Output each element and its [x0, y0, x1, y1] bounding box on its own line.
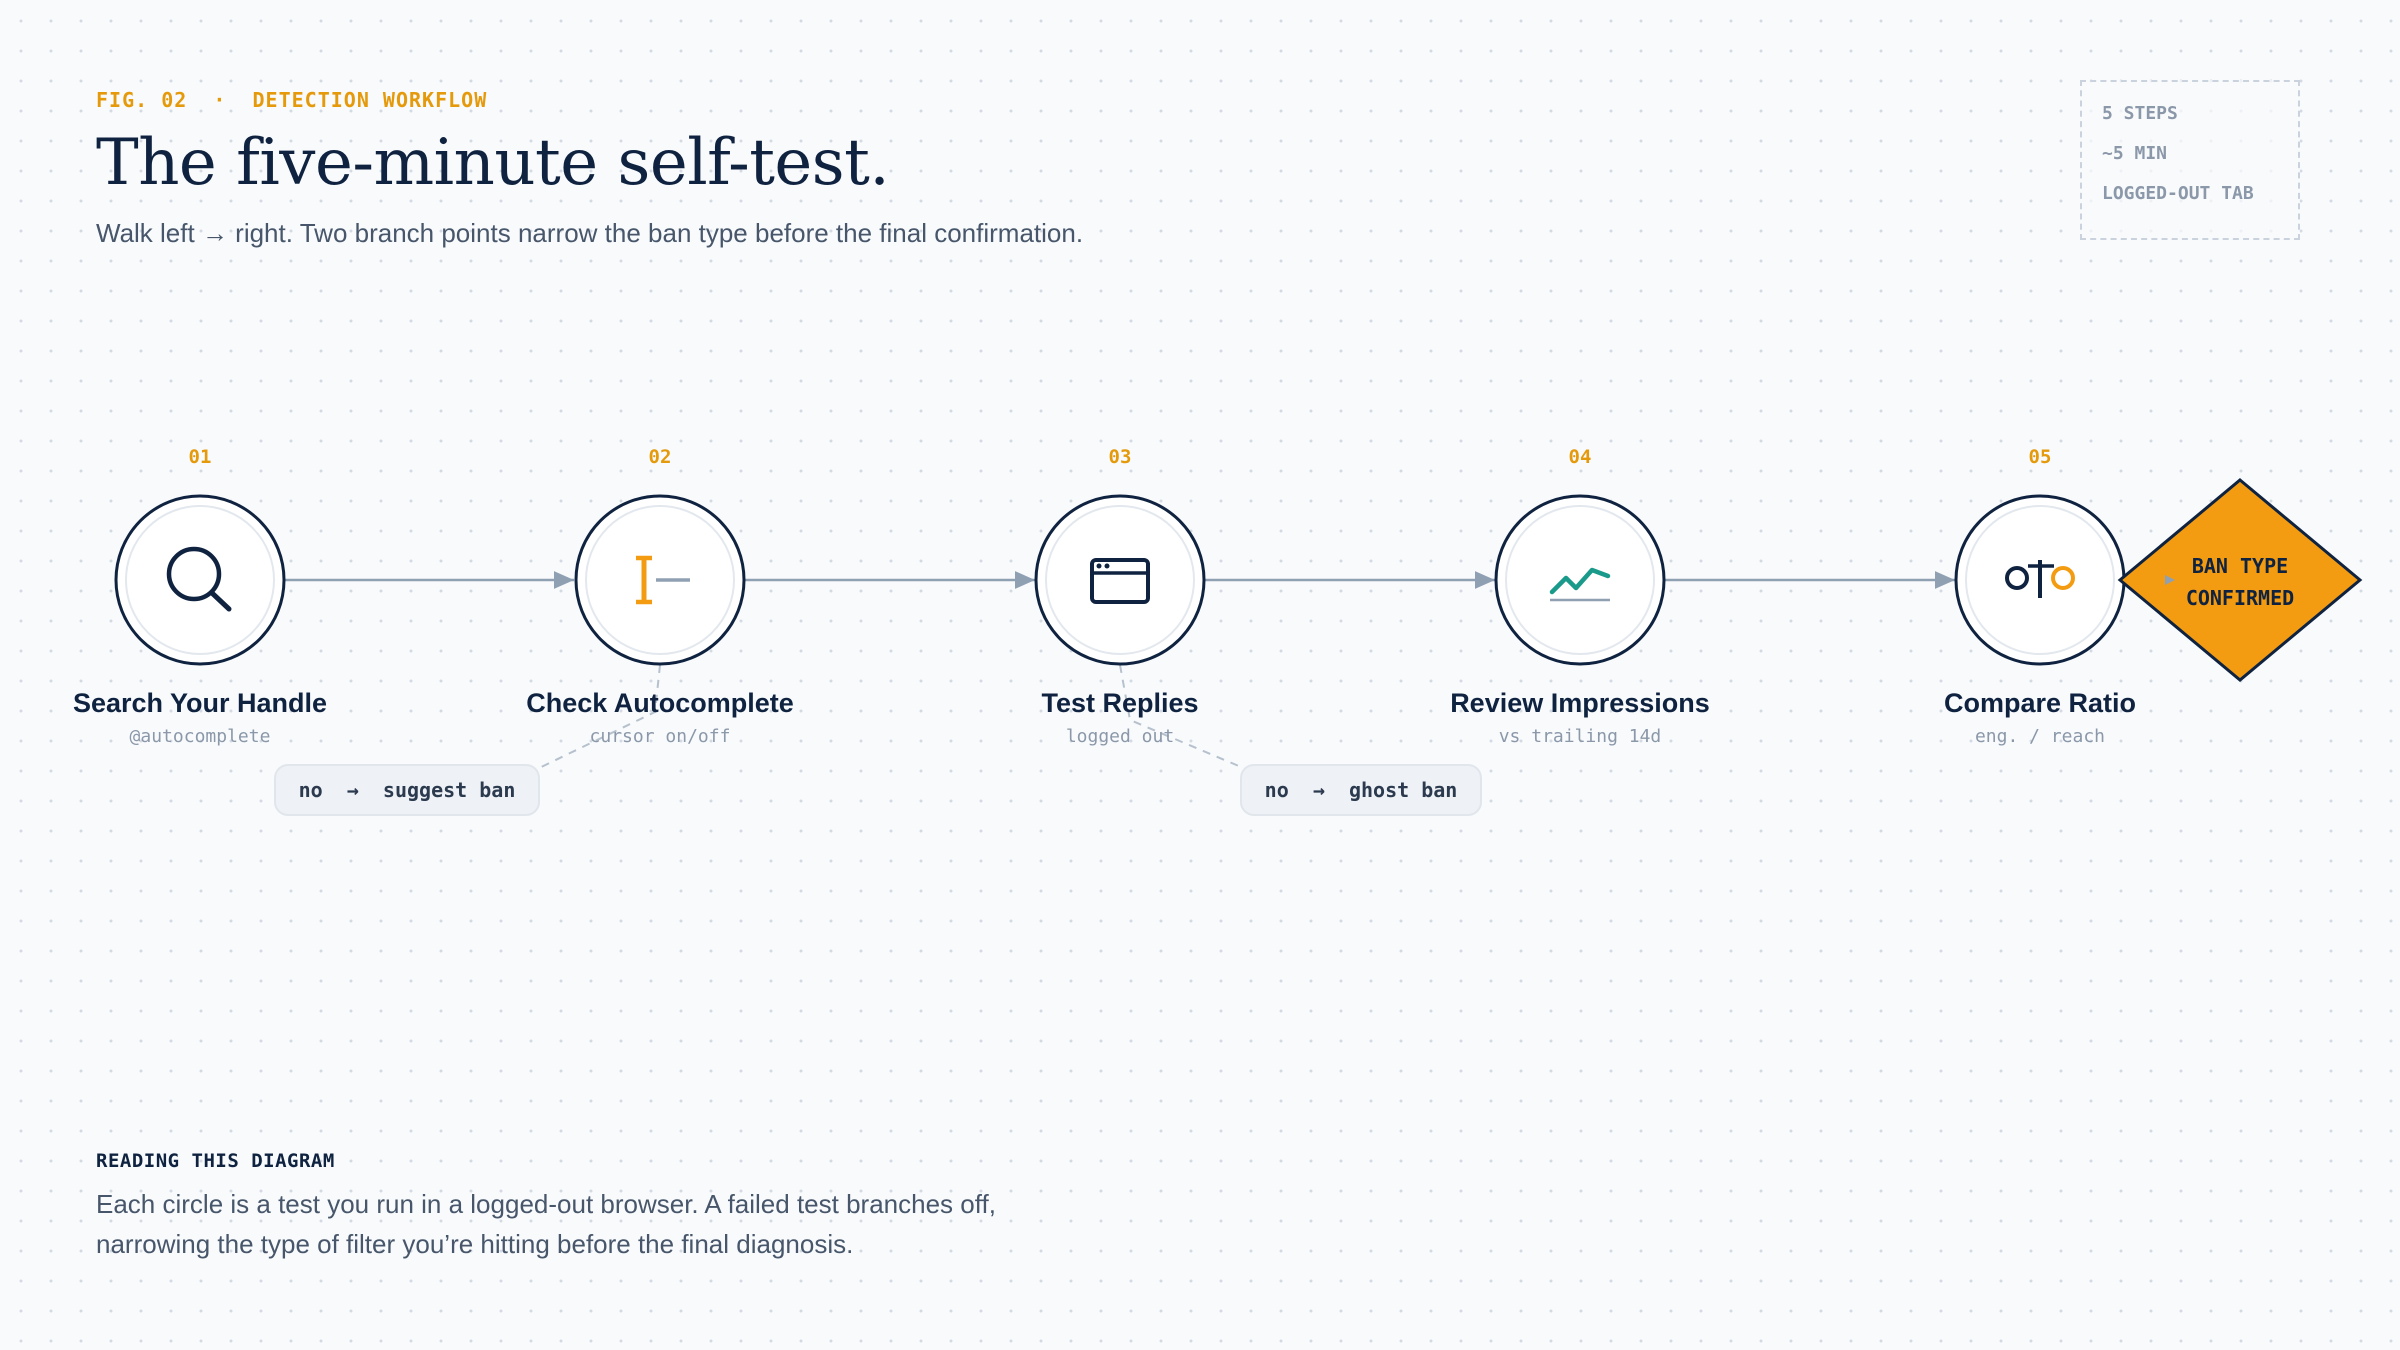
step-title-4: Review Impressions — [1450, 688, 1710, 718]
final-label-line1: BAN TYPE — [2191, 554, 2289, 578]
step-number-4: 04 — [1568, 446, 1592, 468]
step-subtitle-2: cursor on/off — [589, 726, 731, 747]
meta-context: LOGGED-OUT TAB — [2102, 183, 2254, 204]
branch-ghost-ban: no → ghost ban — [1240, 764, 1482, 816]
text-cursor-icon — [636, 555, 690, 605]
branch-suggest-ban: no → suggest ban — [274, 764, 540, 816]
legend-body: Each circle is a test you run in a logge… — [96, 1189, 996, 1259]
step-node-3 — [1034, 494, 1206, 666]
trend-line-icon — [1549, 567, 1611, 602]
ratio-icon — [2005, 560, 2075, 598]
step-title-1: Search Your Handle — [72, 688, 328, 718]
final-diamond — [2117, 478, 2363, 682]
step-number-1: 01 — [188, 446, 212, 468]
search-icon — [166, 546, 232, 612]
header: FIG. 02 · DETECTION WORKFLOW The five-mi… — [96, 88, 1596, 249]
page-subtitle: Walk left → right. Two branch points nar… — [96, 218, 1084, 248]
branch-line-ghost — [1119, 664, 1261, 776]
step-subtitle-5: eng. / reach — [1974, 726, 2106, 747]
step-subtitle-3: logged out — [1065, 726, 1175, 747]
step-subtitle-4: vs trailing 14d — [1498, 726, 1662, 747]
browser-window-icon — [1090, 558, 1150, 604]
step-node-1 — [114, 494, 286, 666]
step-node-5 — [1954, 494, 2126, 666]
diagram-legend: READING THIS DIAGRAM Each circle is a te… — [96, 1150, 1196, 1264]
figure-label: FIG. 02 · DETECTION WORKFLOW — [96, 88, 488, 112]
step-subtitle-1: @autocomplete — [129, 726, 271, 747]
step-number-2: 02 — [648, 446, 672, 468]
step-node-2 — [574, 494, 746, 666]
final-label: BAN TYPE CONFIRMED — [2164, 550, 2316, 614]
meta-steps: 5 STEPS — [2102, 103, 2178, 124]
meta-summary-box: 5 STEPS ~5 MIN LOGGED-OUT TAB — [2080, 80, 2300, 240]
step-title-3: Test Replies — [1041, 688, 1199, 718]
meta-duration: ~5 MIN — [2102, 143, 2168, 164]
branch-line-suggest — [534, 664, 661, 771]
final-label-line2: CONFIRMED — [2185, 586, 2295, 610]
step-node-4 — [1494, 494, 1666, 666]
step-number-3: 03 — [1108, 446, 1132, 468]
step-title-5: Compare Ratio — [1943, 688, 2137, 718]
step-title-2: Check Autocomplete — [526, 688, 794, 718]
page-title: The five-minute self-test. — [96, 126, 890, 200]
legend-heading: READING THIS DIAGRAM — [96, 1150, 335, 1172]
step-number-5: 05 — [2028, 446, 2052, 468]
